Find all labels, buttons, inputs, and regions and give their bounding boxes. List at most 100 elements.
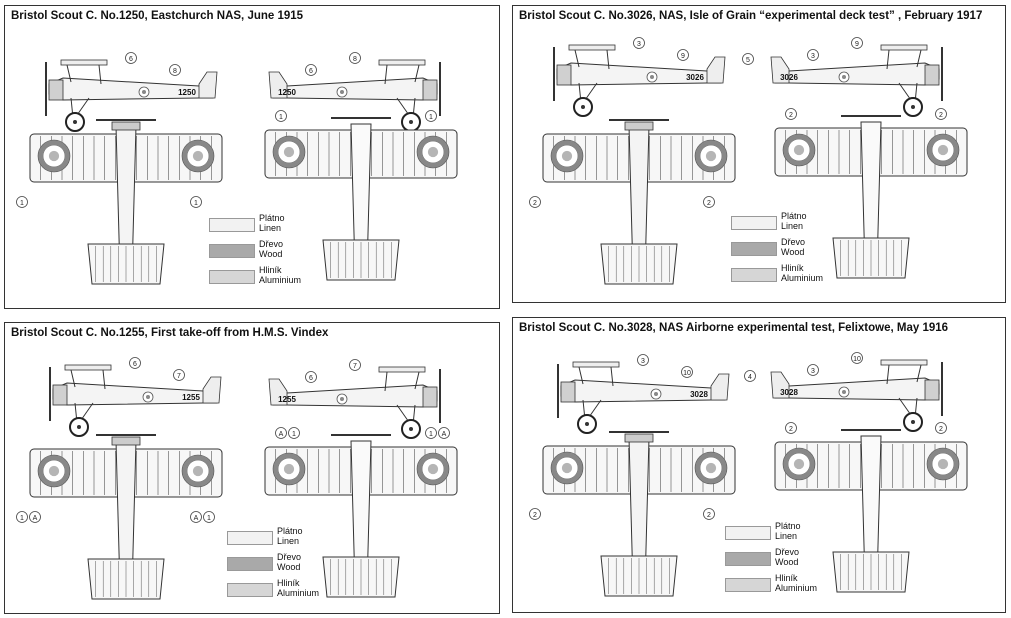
wood-swatch <box>725 552 771 566</box>
legend-alu-cz: Hliník <box>259 265 282 275</box>
strut <box>574 49 580 68</box>
callout-number: A <box>194 515 199 522</box>
engine-plan <box>624 121 654 131</box>
callout-number: 2 <box>939 112 943 119</box>
aluminium-swatch <box>227 583 273 597</box>
legend-alu-cz: Hliník <box>781 263 804 273</box>
callout-marker <box>349 52 361 64</box>
legend-wood-en: Wood <box>259 249 283 259</box>
strut <box>610 366 614 387</box>
roundel-center <box>793 144 805 156</box>
callout-marker <box>703 508 715 520</box>
callout-marker <box>935 422 947 434</box>
serial-number: 1250 <box>278 88 296 97</box>
callout-number: 3 <box>811 53 815 60</box>
wheel-hub <box>409 120 413 124</box>
legend-wood-cz: Dřevo <box>277 552 302 562</box>
callout-marker <box>305 371 317 383</box>
callout-marker <box>425 110 437 122</box>
callout-number: 10 <box>683 370 691 377</box>
callout-number: 9 <box>681 53 685 60</box>
callout-number: 1 <box>429 431 433 438</box>
engine-plan <box>111 436 141 446</box>
tail-fin <box>710 373 730 401</box>
roundel-center <box>283 463 295 475</box>
side-view <box>770 44 943 117</box>
fuselage-roundel-center <box>146 395 150 399</box>
callout-number: 2 <box>789 426 793 433</box>
callout-marker <box>125 52 137 64</box>
callout-marker <box>288 427 300 439</box>
callout-marker <box>275 110 287 122</box>
callout-number: 1 <box>292 431 296 438</box>
roundel-center <box>937 458 949 470</box>
legend-linen-en: Linen <box>781 221 804 231</box>
panel-1255: Bristol Scout C. No.1255, First take-off… <box>4 322 500 614</box>
callout-marker <box>744 370 756 382</box>
wheel-hub <box>911 105 915 109</box>
callout-number: 1 <box>207 515 211 522</box>
side-view <box>268 366 441 439</box>
fuselage-roundel-center <box>654 392 658 396</box>
legend-alu-cz: Hliník <box>775 573 798 583</box>
legend-alu-en: Aluminium <box>781 273 824 283</box>
callout-marker <box>742 53 754 65</box>
callout-marker <box>190 196 202 208</box>
upper-wing <box>880 359 928 366</box>
callout-marker <box>173 369 185 381</box>
callout-number: 1 <box>20 515 24 522</box>
callout-number: 3 <box>637 41 641 48</box>
serial-number: 3026 <box>686 73 704 82</box>
engine-plan <box>624 433 654 443</box>
strut <box>70 369 76 388</box>
engine-cowling <box>556 64 572 86</box>
aluminium-swatch <box>725 578 771 592</box>
callout-marker <box>203 511 215 523</box>
aluminium-swatch <box>731 268 777 282</box>
engine-cowling <box>924 379 940 401</box>
fuselage-roundel-center <box>340 90 344 94</box>
legend-linen-cz: Plátno <box>259 213 285 223</box>
serial-number: 1255 <box>182 393 200 402</box>
tail-fin <box>198 71 218 99</box>
callout-number: 2 <box>707 200 711 207</box>
fuselage <box>774 377 940 401</box>
callout-number: 3 <box>811 368 815 375</box>
side-view <box>45 59 218 132</box>
strut <box>66 64 72 83</box>
roundel-center <box>283 146 295 158</box>
side-view <box>268 59 441 132</box>
panel-3028: Bristol Scout C. No.3028, NAS Airborne e… <box>512 317 1006 613</box>
serial-number: 1250 <box>178 88 196 97</box>
strut <box>886 49 890 70</box>
callout-marker <box>275 427 287 439</box>
callout-marker <box>190 511 202 523</box>
callout-number: 2 <box>939 426 943 433</box>
callout-number: A <box>33 515 38 522</box>
callout-marker <box>169 64 181 76</box>
callout-marker <box>349 359 361 371</box>
wood-swatch <box>227 557 273 571</box>
fuselage-roundel-center <box>142 90 146 94</box>
engine-cowling <box>48 79 64 101</box>
side-view <box>49 364 222 437</box>
wheel-hub <box>911 420 915 424</box>
tail-fin <box>706 56 726 84</box>
serial-number: 3026 <box>780 73 798 82</box>
upper-wing <box>60 59 108 66</box>
engine-cowling <box>52 384 68 406</box>
callout-marker <box>703 196 715 208</box>
panel-title: Bristol Scout C. No.1255, First take-off… <box>11 327 329 339</box>
roundel-center <box>705 462 717 474</box>
tail-fin <box>202 376 222 404</box>
engine-cowling <box>422 79 438 101</box>
callout-marker <box>129 357 141 369</box>
roundel-center <box>561 462 573 474</box>
